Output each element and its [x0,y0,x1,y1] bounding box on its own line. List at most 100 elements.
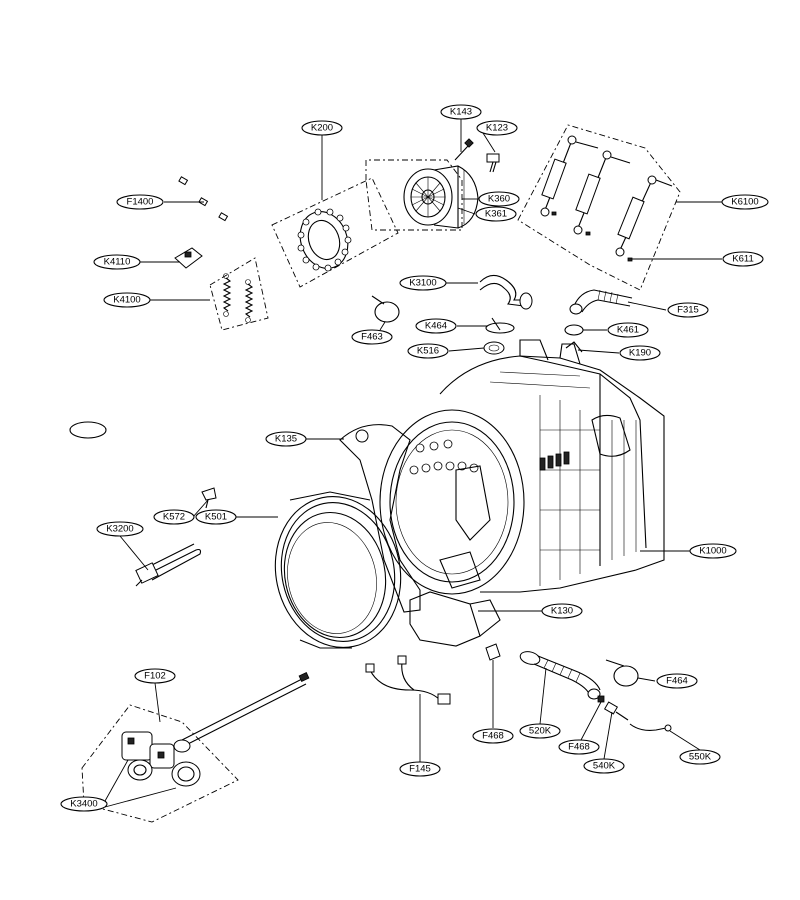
label-k123: K123 [486,123,508,134]
callout-f468-upper: F468 [472,728,514,744]
label-k461: K461 [617,325,639,336]
label-k3100: K3100 [409,278,436,289]
callout-k4110: K4110 [93,254,141,270]
callout-k3200: K3200 [96,521,144,537]
f1400-pins [178,176,229,222]
label-f145: F145 [409,764,431,775]
callout-k135: K135 [265,431,307,447]
callout-k572: K572 [153,509,195,525]
label-k572: K572 [163,512,185,523]
label-k501: K501 [205,512,227,523]
label-f1400: F1400 [127,197,154,208]
k4100-spring-box [209,257,269,331]
k550-part [629,723,672,732]
label-f315: F315 [677,305,699,316]
callout-k3400: K3400 [60,796,108,812]
k200-group-box [271,177,399,288]
k3100-hose [479,274,533,310]
label-k4100: K4100 [113,295,140,306]
label-k540: 540K [593,761,616,772]
label-f468-upper: F468 [482,731,504,742]
k461-ring [564,324,584,336]
k360-motor [403,165,479,229]
label-k611: K611 [732,254,753,265]
callout-k461: K461 [607,322,649,338]
k520-drain-hose [519,651,601,700]
callout-f102: F102 [134,668,176,684]
front-tub-ring [379,409,525,595]
f468-upper-fitting [485,643,501,661]
callout-k550: 550K [679,749,721,765]
label-k3200: K3200 [106,524,133,535]
k4100-springs [222,273,254,323]
label-k200: K200 [311,123,333,134]
callout-k520: 520K [519,723,561,739]
callout-f1400: F1400 [116,194,164,210]
callout-f468-lower: F468 [558,739,600,755]
callout-k540: 540K [583,758,625,774]
callout-f315: F315 [667,302,709,318]
label-k361: K361 [485,209,507,220]
callout-k130: K130 [541,603,583,619]
k501-door-gasket [274,491,402,649]
k6100-dampers [540,135,673,262]
label-f464: F464 [666,676,688,687]
label-k135: K135 [275,434,297,445]
k135-front-frame [339,424,501,647]
label-f468-lower: F468 [568,742,590,753]
callout-k4100: K4100 [103,292,151,308]
label-k143: K143 [450,107,472,118]
label-k4110: K4110 [104,257,131,268]
callout-k611: K611 [722,251,764,267]
label-k516: K516 [417,346,439,357]
callout-k123: K123 [476,120,518,136]
label-f102: F102 [144,671,166,682]
k123-bolt [486,153,500,173]
k572-part [201,487,217,509]
label-k6100: K6100 [731,197,758,208]
k200-spider-ring [297,208,352,272]
k464-fitting [485,317,515,334]
callout-k143: K143 [440,104,482,120]
f145-wire-harness [365,655,451,705]
f463-clamp [371,295,400,323]
k3200-heater [135,543,202,587]
k6100-group-box [517,124,681,291]
f102-hose-rod [181,672,310,747]
f464-clamp [605,659,639,687]
callout-k516: K516 [407,343,449,359]
k190-fitting [565,341,583,353]
callout-k190: K190 [619,345,661,361]
callout-k6100: K6100 [721,194,769,210]
blank-oval [69,421,107,439]
callout-f463: F463 [351,329,393,345]
label-k550: 550K [689,752,712,763]
callout-k1000: K1000 [689,543,737,559]
f315-hose [569,289,633,315]
callout-k200: K200 [301,120,343,136]
k3400-valve [121,731,201,787]
k516-fitting [483,341,505,355]
k143-screw [454,138,474,161]
callout-k3100: K3100 [399,275,447,291]
callout-f464: F464 [656,673,698,689]
callout-k501: K501 [195,509,237,525]
leader-lines [104,119,722,808]
callout-k360: K360 [478,191,520,207]
k540-fittings [597,695,629,721]
label-k520: 520K [529,726,552,737]
label-k190: K190 [629,348,651,359]
callout-k464: K464 [415,318,457,334]
label-k464: K464 [425,321,447,332]
label-k360: K360 [488,194,510,205]
label-f463: F463 [361,332,383,343]
k1000-tub-body [439,339,665,593]
motor-group-box [365,159,463,231]
callout-f145: F145 [399,761,441,777]
label-k3400: K3400 [70,799,97,810]
label-k130: K130 [551,606,573,617]
callout-k361: K361 [475,206,517,222]
k4110-bracket [174,247,203,269]
label-k1000: K1000 [699,546,726,557]
